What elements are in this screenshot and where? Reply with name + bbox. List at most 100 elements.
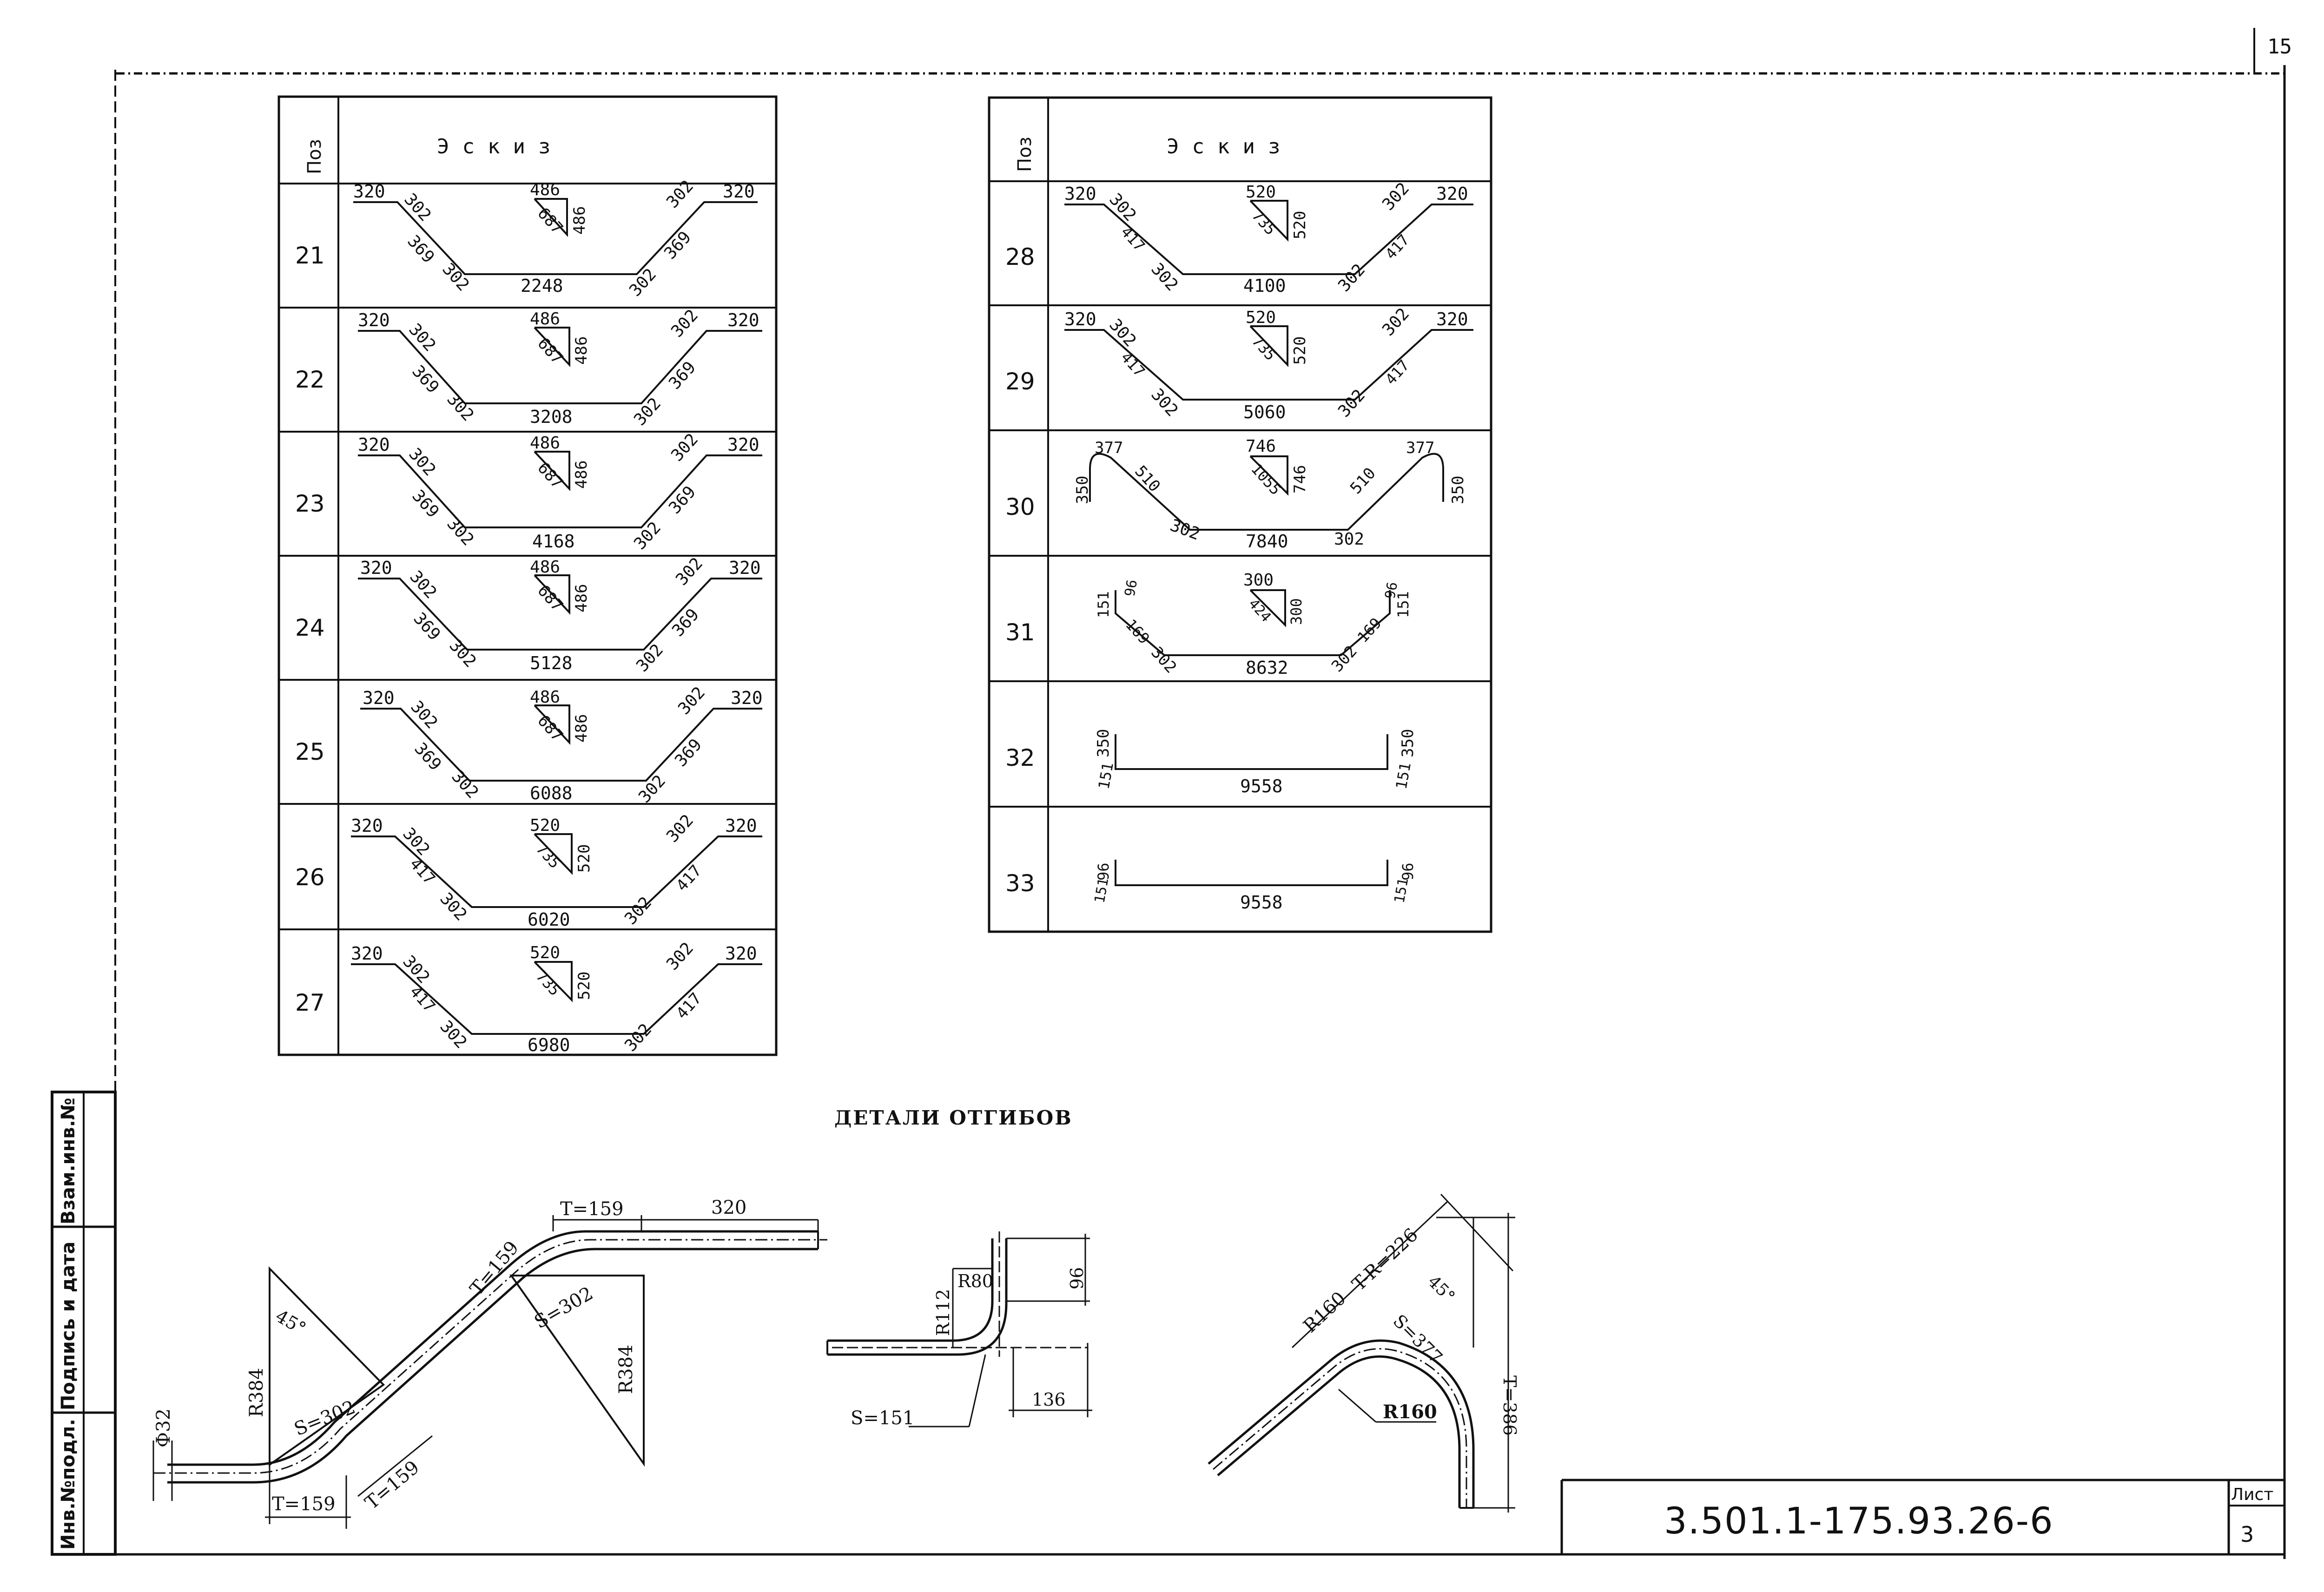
svg-text:320: 320 <box>358 310 390 330</box>
svg-text:302: 302 <box>630 518 665 553</box>
detail-t1: T=159 <box>272 1493 336 1515</box>
table-right-header-sketch: Эскиз <box>1167 135 1293 158</box>
svg-text:486: 486 <box>572 336 591 365</box>
svg-text:417: 417 <box>1117 349 1149 380</box>
svg-text:302: 302 <box>626 265 660 300</box>
sketch-row-27: 320 320 302 302 417 417 302 302 520 735 … <box>351 939 762 1055</box>
svg-text:486: 486 <box>530 180 560 199</box>
svg-text:486: 486 <box>572 584 591 612</box>
svg-text:302: 302 <box>407 697 441 733</box>
svg-text:302: 302 <box>405 445 439 480</box>
svg-text:417: 417 <box>673 862 706 895</box>
table-right <box>988 96 1492 933</box>
svg-text:687: 687 <box>534 334 567 368</box>
svg-text:151: 151 <box>1394 591 1412 618</box>
detail-s-bend <box>152 1215 827 1529</box>
svg-text:520: 520 <box>1246 308 1276 327</box>
detail-r160b: R160 <box>1383 1401 1437 1423</box>
svg-text:369: 369 <box>665 482 700 518</box>
svg-text:302: 302 <box>436 1017 470 1053</box>
svg-text:151: 151 <box>1095 591 1112 618</box>
svg-text:320: 320 <box>351 816 383 836</box>
svg-text:486: 486 <box>530 558 560 577</box>
sketch-row-32: 350 350 151 151 9558 <box>1094 729 1417 796</box>
row-26-length: 6020 <box>528 909 570 930</box>
sketch-row-31: 151 151 96 96 169 169 302 302 300 424 30… <box>1095 571 1412 678</box>
svg-text:302: 302 <box>405 320 439 355</box>
row-33-length: 9558 <box>1240 892 1283 913</box>
svg-text:369: 369 <box>660 228 695 263</box>
svg-text:96: 96 <box>1095 862 1112 881</box>
svg-text:377: 377 <box>1406 439 1434 457</box>
svg-text:369: 369 <box>668 605 703 640</box>
page-number: 15 <box>2267 35 2292 59</box>
table-left-pos-24: 24 <box>295 614 325 641</box>
svg-text:320: 320 <box>363 688 395 708</box>
svg-text:687: 687 <box>534 459 567 492</box>
table-right-pos-29: 29 <box>1005 368 1035 395</box>
svg-text:735: 735 <box>1248 332 1280 364</box>
svg-text:520: 520 <box>575 844 594 873</box>
svg-text:302: 302 <box>633 640 667 676</box>
svg-text:520: 520 <box>1291 336 1309 365</box>
svg-text:302: 302 <box>448 767 482 803</box>
sheet-number: 3 <box>2240 1522 2254 1547</box>
svg-text:320: 320 <box>723 181 755 202</box>
svg-text:746: 746 <box>1246 437 1276 456</box>
svg-text:687: 687 <box>534 711 567 745</box>
svg-text:302: 302 <box>400 190 435 225</box>
svg-text:369: 369 <box>665 358 700 393</box>
svg-text:302: 302 <box>663 177 697 212</box>
table-left-pos-21: 21 <box>295 242 325 269</box>
table-left <box>277 95 778 1056</box>
svg-text:520: 520 <box>1246 183 1276 202</box>
svg-text:417: 417 <box>673 989 706 1023</box>
row-21-length: 2248 <box>521 276 563 296</box>
svg-text:735: 735 <box>533 840 564 872</box>
svg-text:302: 302 <box>630 394 665 429</box>
svg-text:302: 302 <box>445 636 480 671</box>
svg-text:486: 486 <box>572 714 591 743</box>
sketch-row-33: 96 96 151 151 9558 <box>1091 860 1417 913</box>
row-29-length: 5060 <box>1243 402 1286 422</box>
row-30-length: 7840 <box>1246 531 1288 552</box>
title-block <box>1560 1479 2284 1554</box>
svg-text:520: 520 <box>530 943 560 962</box>
detail-s151: S=151 <box>851 1408 914 1429</box>
svg-text:302: 302 <box>1105 316 1140 351</box>
detail-d136: 136 <box>1032 1389 1066 1410</box>
svg-text:320: 320 <box>1064 184 1096 204</box>
svg-text:520: 520 <box>530 816 560 835</box>
row-32-length: 9558 <box>1240 776 1283 796</box>
svg-text:320: 320 <box>358 434 390 455</box>
svg-text:302: 302 <box>667 430 702 465</box>
svg-text:746: 746 <box>1291 465 1309 493</box>
svg-text:302: 302 <box>667 306 702 341</box>
svg-text:302: 302 <box>443 514 477 550</box>
svg-text:520: 520 <box>575 972 594 1000</box>
svg-text:369: 369 <box>408 362 442 397</box>
row-28-length: 4100 <box>1243 276 1286 296</box>
table-left-pos-26: 26 <box>295 864 325 891</box>
svg-text:486: 486 <box>570 206 589 235</box>
detail-len320: 320 <box>711 1197 746 1218</box>
svg-text:302: 302 <box>1105 190 1140 225</box>
sketch-row-21: 320 320 302 302 369 369 302 302 486 687 … <box>353 177 758 300</box>
sketch-row-28: 320 320 302 302 417 417 302 302 520 735 … <box>1064 179 1473 296</box>
svg-text:151: 151 <box>1391 877 1412 904</box>
svg-text:302: 302 <box>1379 179 1413 214</box>
sketch-row-29: 320 320 302 302 417 417 302 302 520 735 … <box>1064 304 1473 422</box>
sketch-row-30: 350 350 377 377 510 510 302 302 746 1055… <box>1073 437 1467 552</box>
svg-text:302: 302 <box>1147 260 1182 295</box>
svg-text:735: 735 <box>1248 207 1280 238</box>
svg-text:377: 377 <box>1095 439 1123 457</box>
svg-text:320: 320 <box>351 943 383 964</box>
svg-text:320: 320 <box>725 816 757 836</box>
detail-t4: T=159 <box>560 1198 624 1220</box>
detail-tr226: T-R=226 <box>1348 1224 1422 1295</box>
svg-text:302: 302 <box>663 939 697 974</box>
sketch-row-25: 320 320 302 302 369 369 302 302 486 687 … <box>360 683 763 807</box>
row-22-length: 3208 <box>530 407 573 427</box>
svg-text:320: 320 <box>360 558 392 578</box>
